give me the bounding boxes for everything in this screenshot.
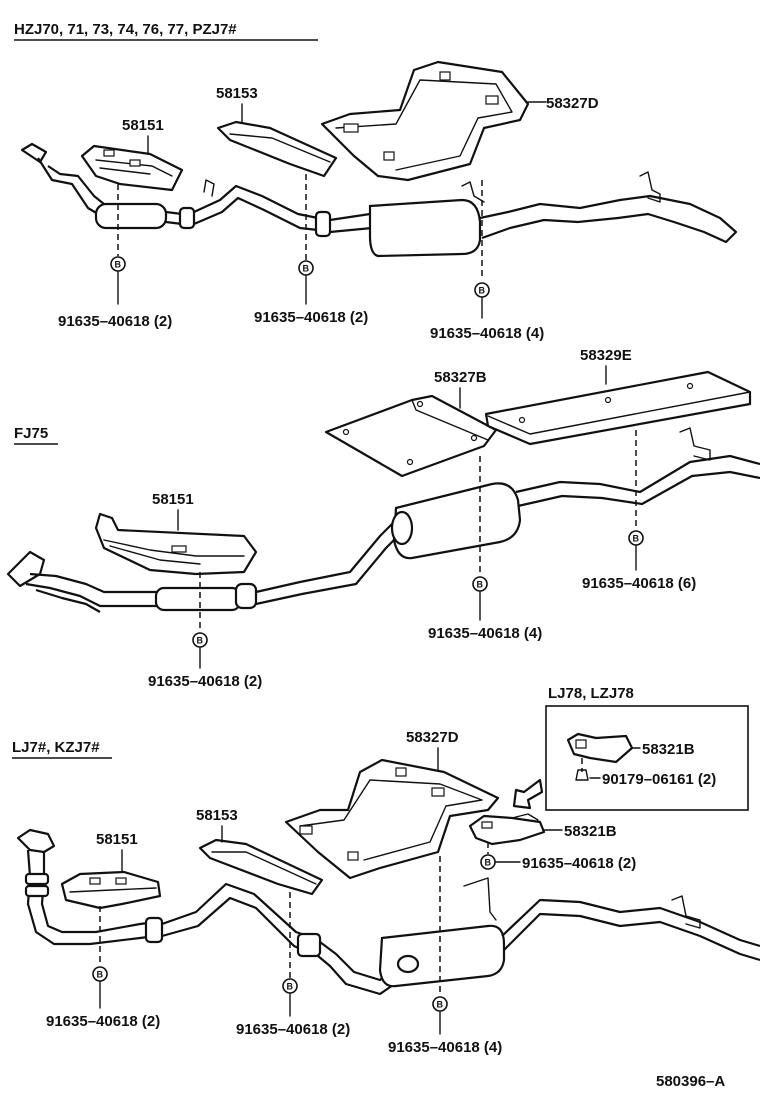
bolt-label: 91635–40618 (4) [428,625,542,642]
bolt-label: 91635–40618 (2) [148,673,262,690]
nut-label: 90179–06161 (2) [602,771,716,788]
svg-text:B: B [437,1000,444,1010]
svg-text:B: B [303,264,310,274]
exhaust-pipe-top [20,142,738,258]
bolt-label: 91635–40618 (2) [236,1021,350,1038]
bolt-marker: B [628,530,644,546]
part-label-58327B: 58327B [434,369,487,386]
svg-text:B: B [97,970,104,980]
bolt-label: 91635–40618 (4) [388,1039,502,1056]
bolt-label: 91635–40618 (2) [46,1013,160,1030]
svg-text:B: B [633,534,640,544]
part-label-58321B: 58321B [564,823,617,840]
heat-insulator-58327B [324,394,498,478]
heat-insulator-58151-bottom [60,870,162,910]
bolt-marker: B [110,256,126,272]
section-title-middle: FJ75 [14,425,48,442]
svg-text:B: B [477,580,484,590]
svg-text:B: B [197,636,204,646]
part-label-58327D: 58327D [546,95,599,112]
inset-box: LJ78, LZJ78 [545,685,749,811]
part-label-58153: 58153 [216,85,258,102]
heat-insulator-58329E [484,370,752,446]
heat-insulator-58327D-bottom [284,758,500,880]
heat-insulator-58151-middle [94,512,258,576]
part-label-58327D: 58327D [406,729,459,746]
heat-insulator-58327D-top [320,60,530,182]
svg-text:B: B [287,982,294,992]
section-title-top: HZJ70, 71, 73, 74, 76, 77, PZJ7# [14,21,237,38]
bolt-marker: B [432,996,448,1012]
part-label-58151: 58151 [152,491,194,508]
middle-section: FJ75 58327B [6,347,760,690]
part-label-58153: 58153 [196,807,238,824]
heat-insulator-58153-bottom [198,838,324,896]
bracket-58321B [468,813,546,846]
heat-insulator-58151-top [80,144,184,192]
bolt-marker: B [92,966,108,982]
bolt-marker: B [298,260,314,276]
exhaust-pipe-middle [6,427,760,613]
inset-title: LJ78, LZJ78 [548,685,634,702]
bolt-marker: B [282,978,298,994]
part-label-58151: 58151 [96,831,138,848]
bolt-marker: B [192,632,208,648]
arrow-icon [512,778,544,810]
bolt-label: 91635–40618 (6) [582,575,696,592]
svg-text:B: B [115,260,122,270]
bottom-section: LJ7#, KZJ7# LJ78, LZJ78 58321B 90179–061… [12,685,760,1056]
bolt-marker: B [472,576,488,592]
bolt-marker: B [480,854,496,870]
part-label-58329E: 58329E [580,347,632,364]
bolt-label: 91635–40618 (2) [254,309,368,326]
svg-text:B: B [479,286,486,296]
section-title-bottom: LJ7#, KZJ7# [12,739,100,756]
bolt-label: 91635–40618 (2) [522,855,636,872]
part-label-58321B: 58321B [642,741,695,758]
exhaust-pipe-bottom [16,828,760,996]
svg-text:B: B [485,858,492,868]
bolt-marker: B [474,282,490,298]
part-label-58151: 58151 [122,117,164,134]
figure-code: 580396–A [656,1073,725,1090]
heat-insulator-58153-top [216,120,338,178]
bolt-label: 91635–40618 (4) [430,325,544,342]
top-section: HZJ70, 71, 73, 74, 76, 77, PZJ7# [14,21,738,342]
bolt-label: 91635–40618 (2) [58,313,172,330]
